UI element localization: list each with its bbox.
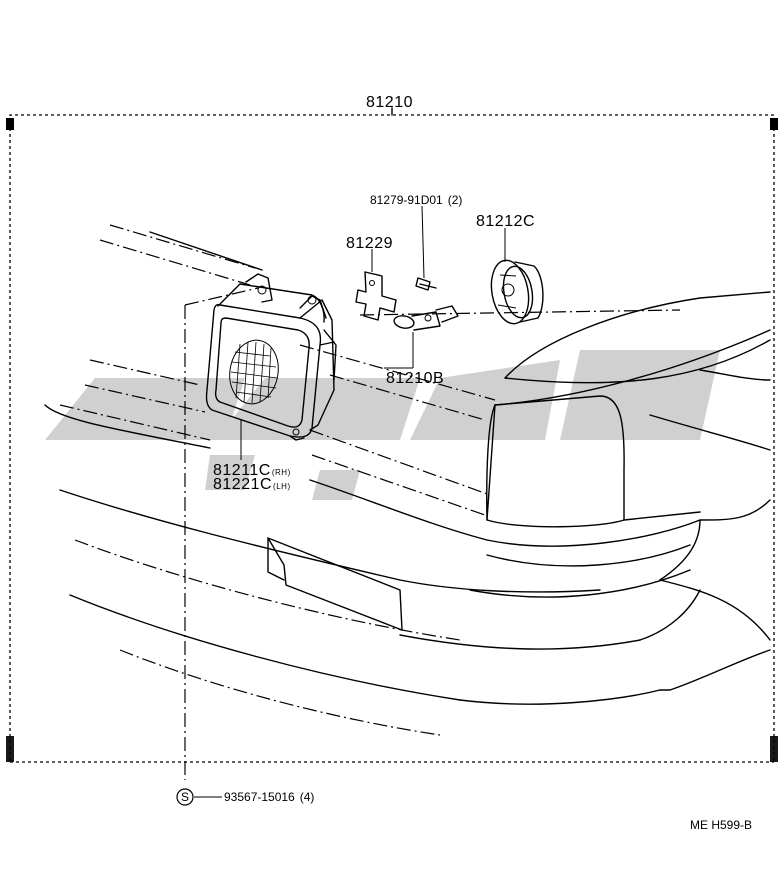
label-assembly: 81210 bbox=[366, 94, 413, 111]
screw-symbol-icon bbox=[176, 788, 194, 806]
label-bracket: 81229 bbox=[346, 235, 393, 252]
bulb-part bbox=[393, 305, 459, 331]
label-screw-symbol: S bbox=[181, 790, 189, 804]
label-lens-lh-side: (LH) bbox=[273, 482, 291, 491]
label-screw-qty: (4) bbox=[300, 790, 315, 804]
label-lens-rh-side: (RH) bbox=[272, 468, 291, 477]
label-lens-lh: 81221C bbox=[213, 476, 272, 493]
label-bolt-qty: (2) bbox=[448, 193, 463, 207]
socket-cover-part bbox=[490, 259, 544, 325]
leader-lines bbox=[184, 205, 506, 798]
car-body-outline bbox=[44, 224, 771, 736]
assembly-frame bbox=[6, 107, 778, 763]
label-screw: 93567-15016 bbox=[224, 790, 295, 804]
bolt-part bbox=[415, 277, 437, 291]
bracket-part bbox=[355, 271, 397, 321]
label-lens-lh-line: 81221C(LH) bbox=[213, 476, 291, 493]
label-screw-line: 93567-15016 (4) bbox=[224, 790, 314, 804]
label-lens-rh-line: 81211C(RH) bbox=[213, 462, 291, 479]
screw-callout: S 93567-15016 (4) bbox=[176, 788, 314, 806]
label-socket-cover: 81212C bbox=[476, 213, 535, 230]
label-bolt: 81279-91D01 bbox=[370, 193, 443, 207]
figure-code: ME H599-B bbox=[690, 818, 752, 832]
label-bulb: 81210B bbox=[386, 370, 444, 387]
lens-grid bbox=[230, 341, 278, 404]
headlamp-unit bbox=[205, 273, 337, 441]
label-lens-rh: 81211C bbox=[213, 462, 271, 479]
label-bolt-line: 81279-91D01 (2) bbox=[370, 193, 462, 207]
